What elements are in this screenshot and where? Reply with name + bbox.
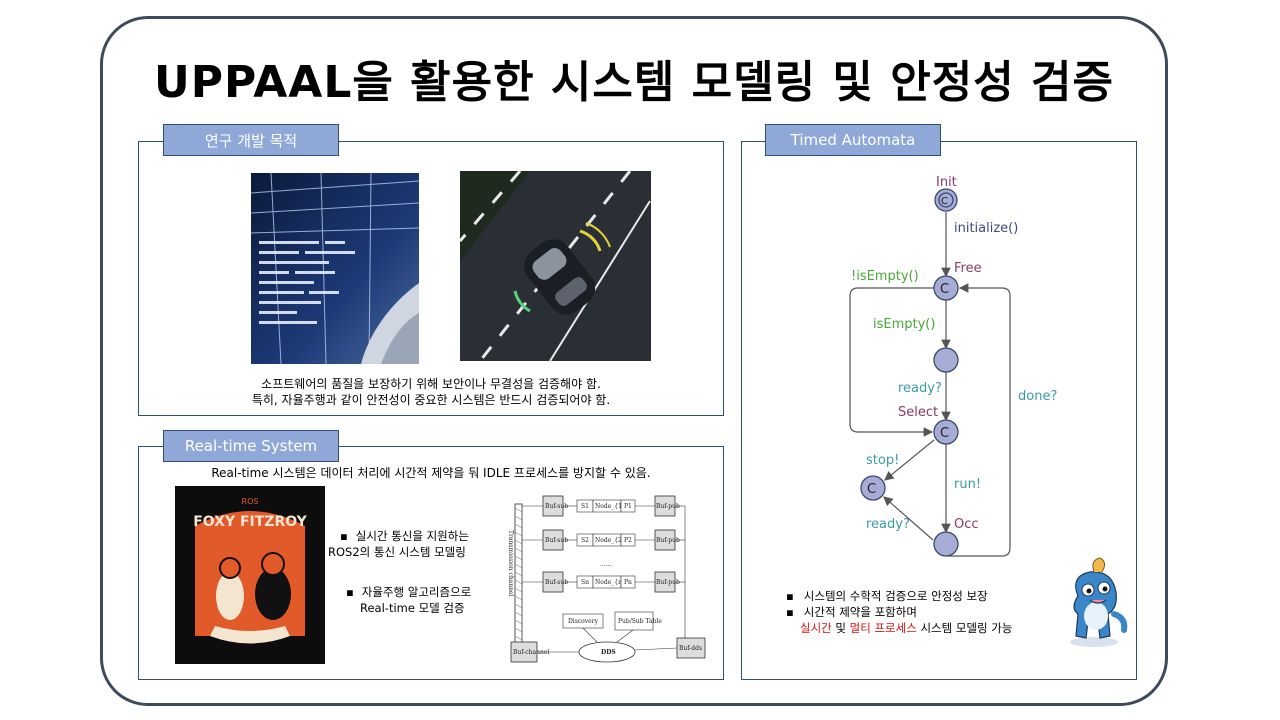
diagram-buf-dds: Buf-dds: [679, 645, 702, 652]
purpose-caption-line2: 특히, 자율주행과 같이 안전성이 중요한 시스템은 반드시 검증되어야 함.: [251, 393, 611, 407]
diagram-s2: S2: [581, 537, 589, 544]
diagram-noden: Node_{n}: [595, 579, 626, 586]
diagram-buf-pub-2: Buf-pub: [656, 537, 680, 544]
automata-panel: [741, 141, 1137, 680]
autonomous-car-photo: [460, 171, 651, 361]
purpose-tab: 연구 개발 목적: [163, 124, 339, 156]
diagram-dds: DDS: [601, 649, 616, 656]
bullet-marker: ▪: [786, 589, 794, 603]
automata-bullet-tail: 시스템 모델링 가능: [920, 621, 1013, 635]
diagram-node1: Node_{1}: [595, 503, 626, 510]
automata-bullet-red2: 멀티 프로세스: [849, 621, 917, 635]
automata-bullet-2: 시간적 제약을 포함하며: [803, 605, 917, 619]
poster-ros-label: ROS: [242, 497, 259, 506]
diagram-buf-pub-n: Buf-pub: [656, 579, 680, 586]
automata-tab: Timed Automata: [765, 124, 941, 156]
automata-bullets: ▪시스템의 수학적 검증으로 안정성 보장 ▪시간적 제약을 포함하며 실시간 …: [786, 588, 1012, 636]
diagram-channel-label: Transmission channel: [507, 530, 514, 597]
ros2-dds-diagram: Transmission channel Buf-sub S1 Node_{1}…: [507, 495, 706, 663]
uppaal-mascot-icon: [1070, 557, 1128, 647]
slide-frame: [100, 16, 1168, 706]
realtime-subtitle: Real-time 시스템은 데이터 처리에 시간적 제약을 둬 IDLE 프로…: [211, 466, 651, 480]
automata-bullet-mid: 및: [835, 621, 846, 635]
realtime-bullet-1-line1: 실시간 통신을 지원하는: [355, 529, 469, 543]
code-screen-photo: [251, 173, 419, 364]
automata-bullet-red1: 실시간: [800, 621, 832, 635]
diagram-p1: P1: [624, 503, 632, 510]
diagram-buf-sub-n: Buf-sub: [545, 579, 568, 586]
automata-bullet-1: 시스템의 수학적 검증으로 안정성 보장: [803, 589, 988, 603]
diagram-buf-sub-2: Buf-sub: [545, 537, 568, 544]
diagram-pn: Pn: [624, 579, 632, 586]
realtime-bullet-2: ▪ 자율주행 알고리즘으로 Real-time 모델 검증: [346, 584, 471, 616]
diagram-sn: Sn: [581, 579, 589, 586]
realtime-bullet-2-line2: Real-time 모델 검증: [360, 601, 465, 615]
diagram-buf-channel: Buf-channel: [513, 649, 549, 656]
diagram-s1: S1: [581, 503, 589, 510]
purpose-caption-line1: 소프트웨어의 품질을 보장하기 위해 보안이나 무결성을 검증해야 함.: [261, 377, 601, 391]
bullet-marker: ▪: [346, 585, 354, 599]
realtime-bullet-1: ▪ 실시간 통신을 지원하는 ROS2의 통신 시스템 모델링: [328, 528, 469, 560]
diagram-dots: ......: [600, 561, 612, 568]
diagram-buf-sub-1: Buf-sub: [545, 503, 568, 510]
realtime-bullet-1-line2: ROS2의 통신 시스템 모델링: [328, 545, 466, 559]
realtime-tab: Real-time System: [163, 430, 339, 462]
diagram-buf-pub-1: Buf-pub: [656, 503, 680, 510]
realtime-bullet-2-line1: 자율주행 알고리즘으로: [361, 585, 472, 599]
diagram-pubsub-table: Pub/Sub Table: [618, 618, 662, 625]
diagram-discovery: Discovery: [568, 618, 599, 625]
ros-foxy-poster: ROS FOXY FITZROY: [175, 486, 325, 664]
slide-title: UPPAAL을 활용한 시스템 모델링 및 안정성 검증: [154, 57, 1114, 108]
purpose-caption: 소프트웨어의 품질을 보장하기 위해 보안이나 무결성을 검증해야 함. 특히,…: [138, 376, 724, 408]
diagram-node2: Node_{2}: [595, 537, 626, 544]
poster-title: FOXY FITZROY: [193, 514, 307, 530]
bullet-marker: ▪: [340, 529, 348, 543]
diagram-p2: P2: [624, 537, 632, 544]
bullet-marker: ▪: [786, 605, 794, 619]
